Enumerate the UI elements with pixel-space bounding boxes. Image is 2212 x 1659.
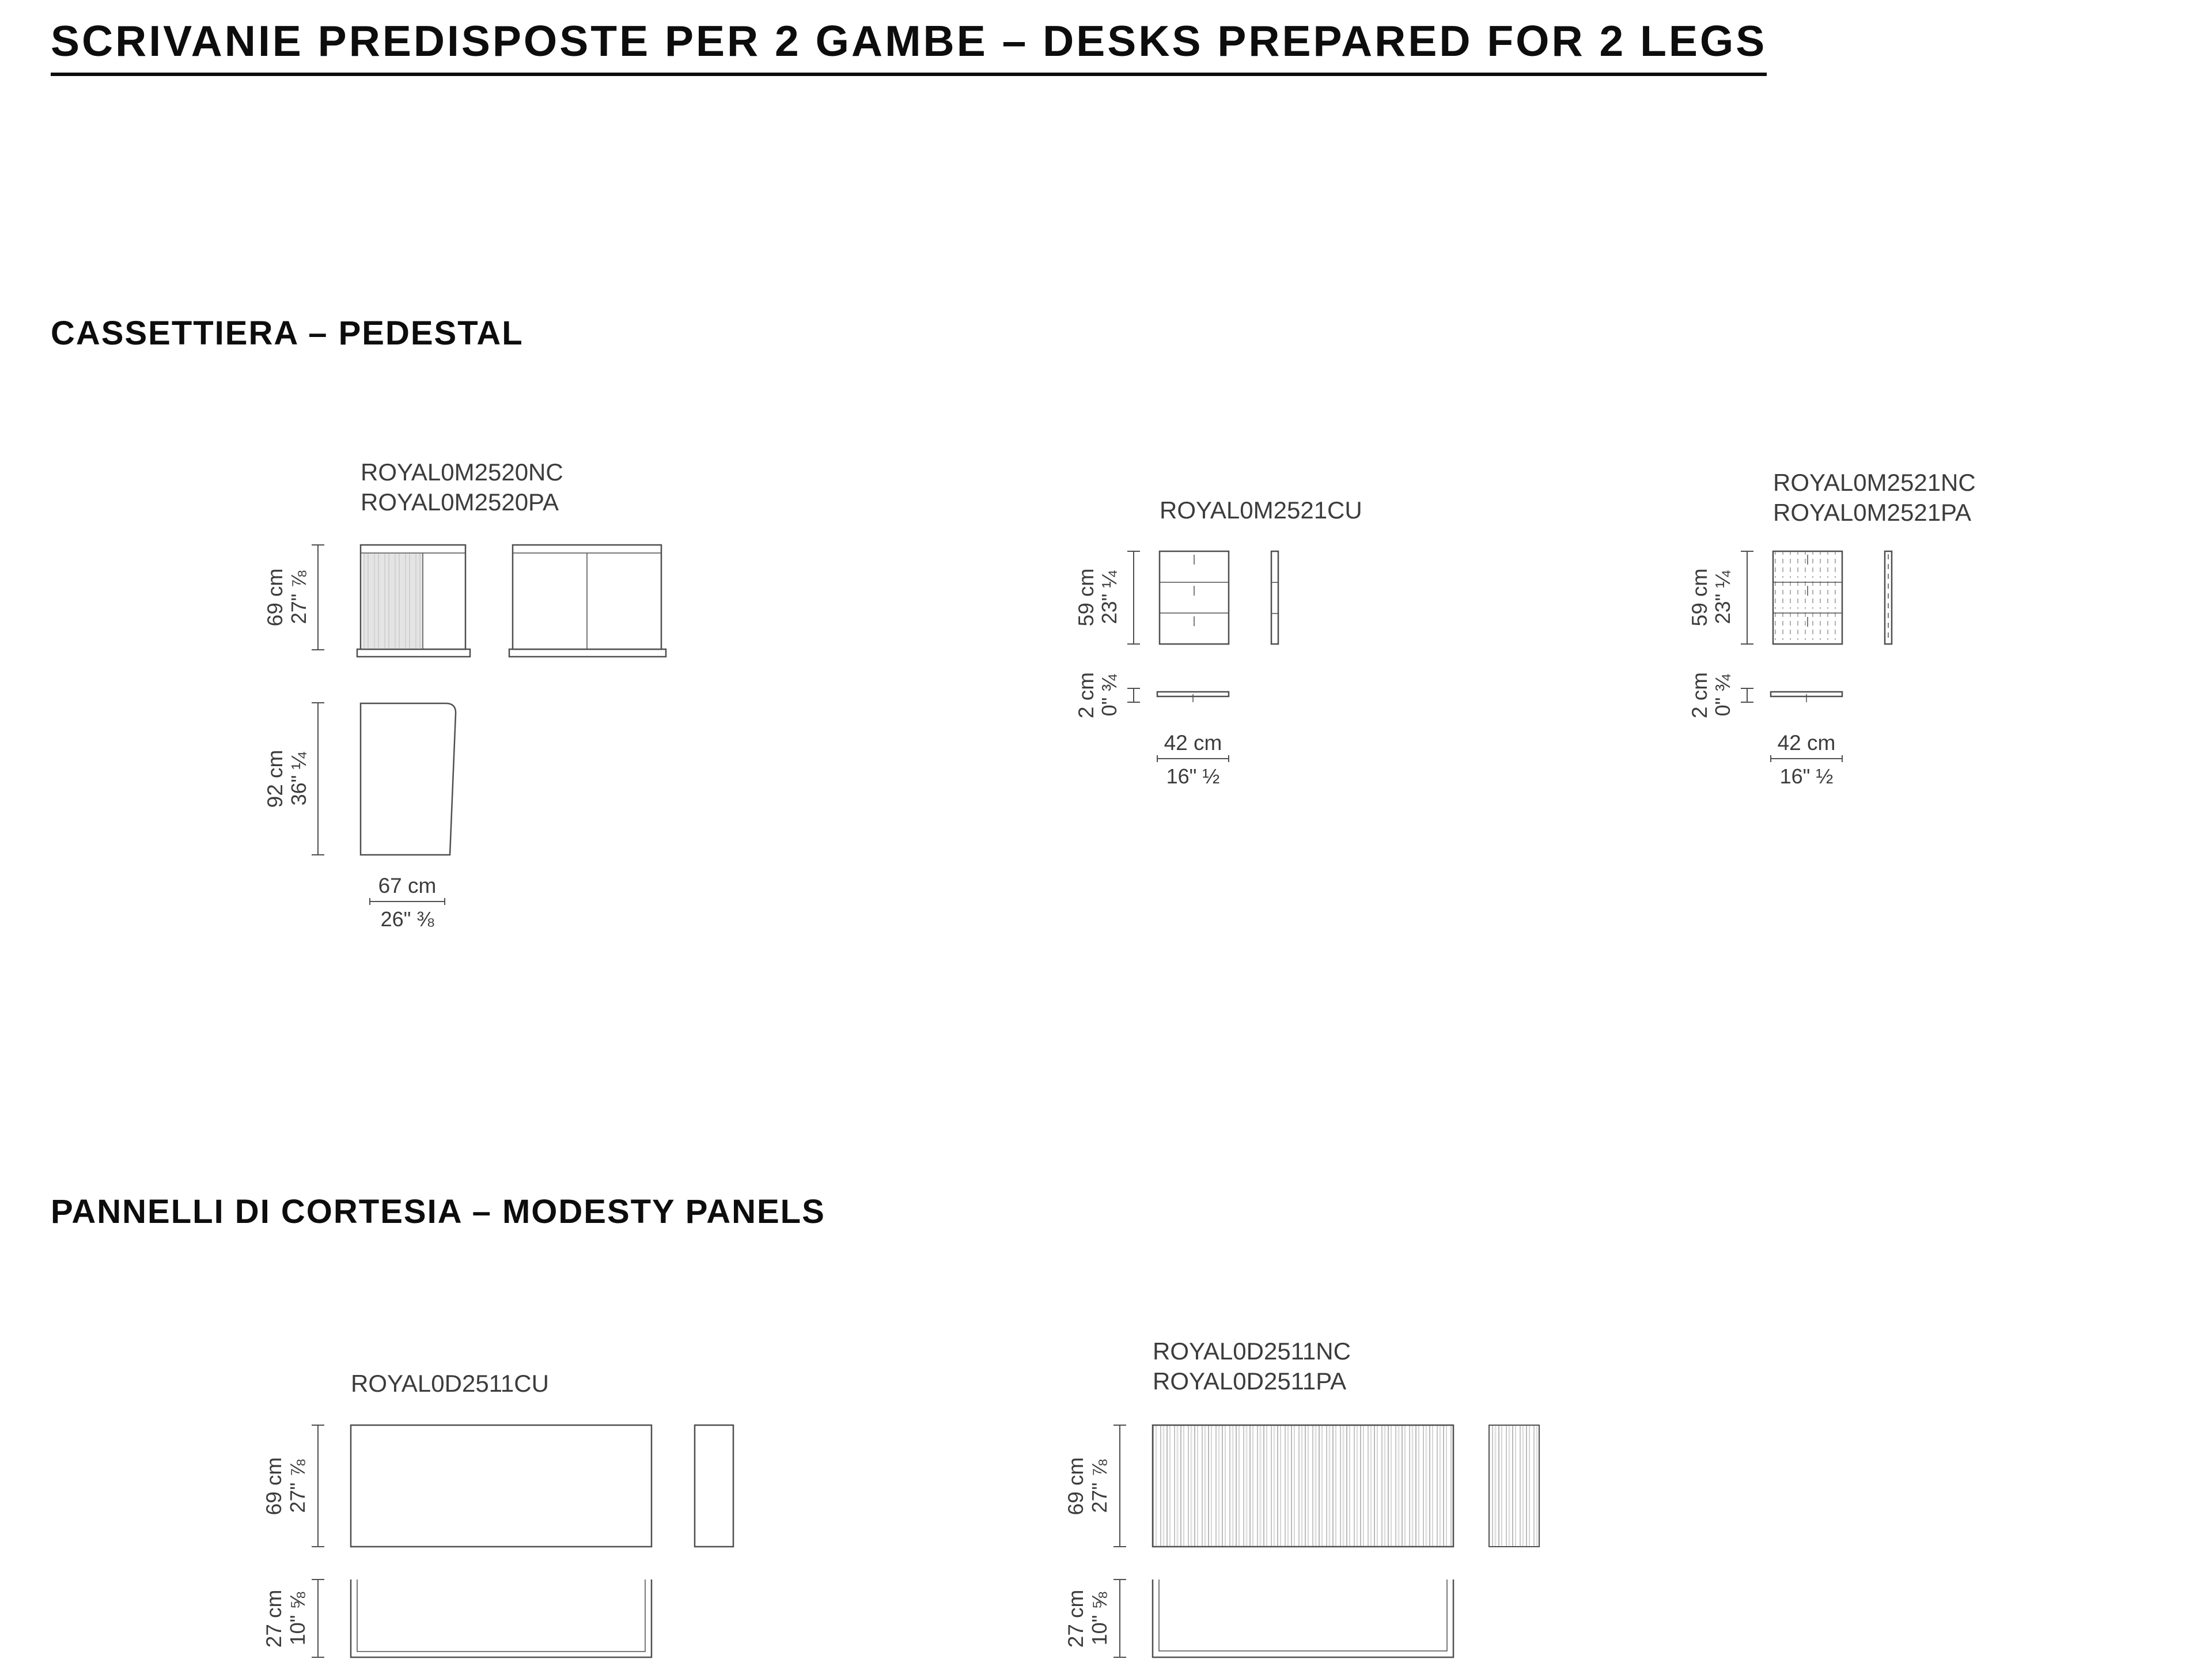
drawer-unit-side-view [1270,550,1279,645]
product-code: ROYAL0M2521CU [1160,497,1362,524]
thickness-dimension: 2 cm 0" ¾ [1074,672,1140,718]
dim-metric: 42 cm [1778,731,1836,755]
width-dimension: 42 cm 16" ½ [1157,731,1229,788]
dim-metric: 2 cm [1688,672,1711,718]
height-dimension: 69 cm 27" ⅞ [262,1425,324,1547]
product-code: ROYAL0D2511PA [1153,1368,1346,1395]
product-code: ROYAL0M2521NC [1773,469,1976,496]
width-dimension: 42 cm 16" ½ [1770,731,1843,788]
product-code: ROYAL0M2520PA [361,488,559,516]
figure-pedestal-royal0m2520: ROYAL0M2520NC ROYAL0M2520PA 69 cm 27" ⅞ [263,459,667,931]
dim-imperial: 23" ¼ [1097,570,1121,624]
drawer-unit-front-view [1158,550,1230,645]
page-title: SCRIVANIE PREDISPOSTE PER 2 GAMBE – DESK… [51,16,1767,76]
dim-metric: 27 cm [1064,1590,1088,1648]
depth-dimension: 67 cm 26" ⅜ [369,874,445,931]
dim-imperial: 27" ⅞ [287,570,310,624]
dim-metric: 69 cm [262,1457,286,1516]
modesty-panel-side-view [694,1424,734,1548]
side-height-dimension: 92 cm 36" ¼ [263,702,324,855]
dim-imperial: 10" ⅝ [286,1592,309,1646]
dim-metric: 59 cm [1074,569,1098,627]
dim-imperial: 23" ¼ [1711,570,1734,624]
dim-metric: 2 cm [1074,672,1098,718]
bottom-channel-dimension: 27 cm 10" ⅝ [1064,1579,1126,1658]
dim-imperial: 27" ⅞ [1088,1459,1111,1513]
figure-pedestal-royal0m2521cu: ROYAL0M2521CU 59 cm 23" ¼ 2 cm 0 [1074,497,1362,788]
pedestal-front-view-doors [508,544,667,658]
figure-modesty-royal0d2511cu: ROYAL0D2511CU 69 cm 27" ⅞ 27 cm 10" ⅝ [262,1370,734,1658]
dim-metric: 42 cm [1164,731,1222,755]
height-dimension: 59 cm 23" ¼ [1074,551,1140,645]
height-dimension: 69 cm 27" ⅞ [263,544,324,650]
dim-imperial: 36" ¼ [287,752,310,806]
thickness-dimension: 2 cm 0" ¾ [1688,672,1753,718]
dim-metric: 92 cm [263,750,287,808]
dim-metric: 59 cm [1688,569,1711,627]
section-heading-modesty: PANNELLI DI CORTESIA – MODESTY PANELS [51,1193,825,1230]
section-heading-pedestal: CASSETTIERA – PEDESTAL [51,315,524,352]
modesty-panel-front-view [350,1424,653,1548]
dim-imperial: 26" ⅜ [381,907,435,931]
modesty-panel-side-view-wood [1488,1425,1540,1547]
drawer-unit-top-view [1770,691,1843,702]
drawer-unit-top-view [1156,691,1230,702]
pedestal-front-view-wood [356,544,471,658]
dim-imperial: 0" ¾ [1097,674,1121,717]
figure-pedestal-royal0m2521: ROYAL0M2521NC ROYAL0M2521PA 59 cm 23" ¼ … [1688,469,1976,788]
product-code: ROYAL0M2520NC [361,459,563,486]
bottom-channel-dimension: 27 cm 10" ⅝ [262,1579,324,1658]
figure-modesty-royal0d2511: ROYAL0D2511NC ROYAL0D2511PA 69 cm 27" ⅞ … [1064,1338,1540,1658]
dim-imperial: 27" ⅞ [286,1459,309,1513]
dim-imperial: 16" ½ [1166,764,1220,788]
pedestal-side-profile [359,702,457,856]
product-code: ROYAL0D2511CU [351,1370,549,1397]
product-code: ROYAL0M2521PA [1773,499,1971,526]
product-code: ROYAL0D2511NC [1153,1338,1351,1365]
drawer-unit-side-view [1884,550,1893,645]
dim-metric: 69 cm [263,569,287,627]
height-dimension: 69 cm 27" ⅞ [1064,1425,1126,1547]
dim-metric: 27 cm [262,1590,286,1648]
drawer-unit-front-view-wood [1772,550,1843,645]
dim-metric: 69 cm [1064,1457,1088,1516]
modesty-panel-bottom-profile [350,1580,653,1658]
dim-imperial: 10" ⅝ [1088,1592,1111,1646]
dim-metric: 67 cm [378,874,437,897]
modesty-panel-front-view-wood [1152,1424,1455,1548]
dim-imperial: 0" ¾ [1711,674,1734,717]
dim-imperial: 16" ½ [1780,764,1834,788]
modesty-panel-bottom-profile [1152,1580,1455,1658]
height-dimension: 59 cm 23" ¼ [1688,551,1753,645]
